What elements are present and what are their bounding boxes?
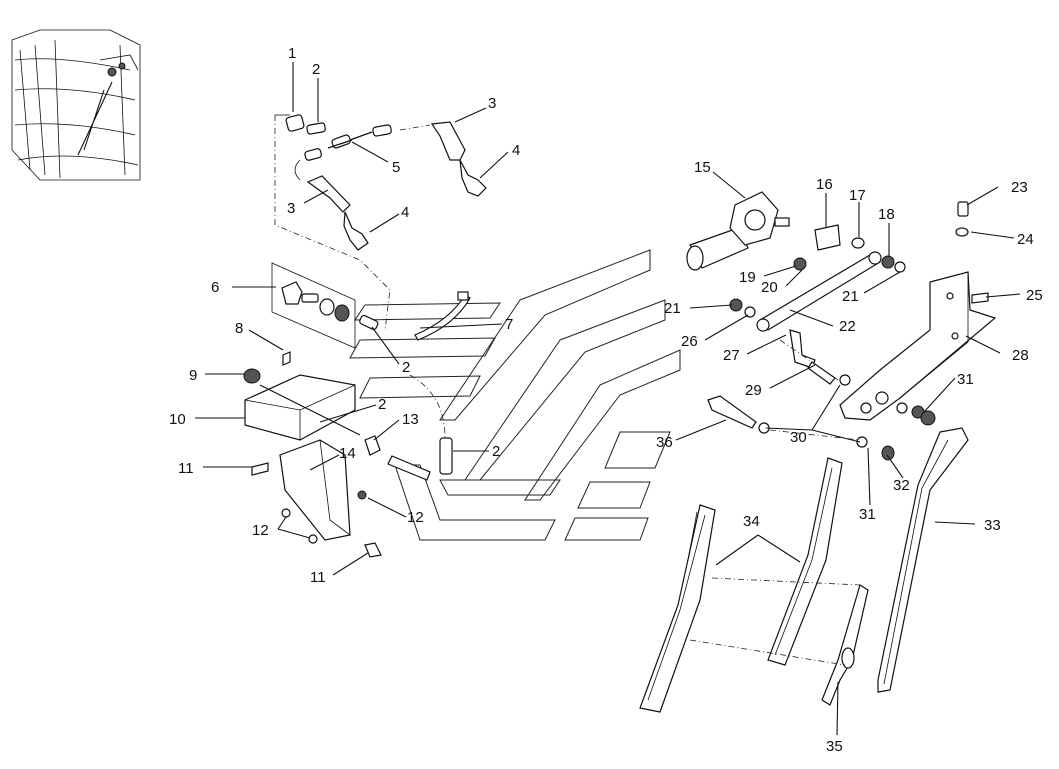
callout-20: 20	[761, 279, 778, 296]
callout-12: 12	[407, 509, 424, 526]
callout-25: 25	[1026, 287, 1043, 304]
background-logo	[349, 249, 681, 541]
wiper-motor	[686, 191, 790, 271]
callout-3: 3	[488, 95, 496, 112]
callout-6: 6	[211, 279, 219, 296]
callout-36: 36	[656, 434, 673, 451]
callout-2: 2	[312, 61, 320, 78]
callout-4: 4	[512, 142, 520, 159]
callout-34: 34	[743, 513, 760, 530]
wiper-blades	[639, 427, 969, 713]
callout-17: 17	[849, 187, 866, 204]
callout-22: 22	[839, 318, 856, 335]
hose-parts	[359, 291, 471, 481]
callout-7: 7	[505, 316, 513, 333]
callout-31: 31	[957, 371, 974, 388]
callout-11: 11	[178, 460, 194, 477]
callout-28: 28	[1012, 347, 1029, 364]
callout-2: 2	[492, 443, 500, 460]
callout-3: 3	[287, 200, 295, 217]
callout-27: 27	[723, 347, 740, 364]
callout-labels: 1 2 3 4 5 3 4 6 7 8 2 9 10 2 13 14 2 11 …	[169, 45, 1043, 755]
callout-12: 12	[252, 522, 269, 539]
callout-15: 15	[694, 159, 711, 176]
cab-thumbnail	[11, 29, 141, 181]
callout-2: 2	[402, 359, 410, 376]
washer-jets-assembly	[274, 114, 487, 331]
callout-26: 26	[681, 333, 698, 350]
callout-2: 2	[378, 396, 386, 413]
leader-lines	[195, 62, 1021, 736]
callout-29: 29	[745, 382, 762, 399]
callout-23: 23	[1011, 179, 1028, 196]
callout-21: 21	[842, 288, 859, 305]
callout-24: 24	[1017, 231, 1034, 248]
callout-5: 5	[392, 159, 400, 176]
connector-kit-6	[271, 262, 356, 349]
callout-18: 18	[878, 206, 895, 223]
callout-32: 32	[893, 477, 910, 494]
callout-13: 13	[402, 411, 419, 428]
callout-4: 4	[401, 204, 409, 221]
callout-1: 1	[288, 45, 296, 62]
callout-19: 19	[739, 269, 756, 286]
washer-reservoir	[243, 351, 382, 558]
callout-11: 11	[310, 569, 326, 586]
callout-30: 30	[790, 429, 807, 446]
callout-9: 9	[189, 367, 197, 384]
callout-21: 21	[664, 300, 681, 317]
callout-33: 33	[984, 517, 1001, 534]
callout-16: 16	[816, 176, 833, 193]
callout-31: 31	[859, 506, 876, 523]
callout-35: 35	[826, 738, 843, 755]
callout-14: 14	[339, 445, 356, 462]
callout-10: 10	[169, 411, 186, 428]
callout-8: 8	[235, 320, 243, 337]
